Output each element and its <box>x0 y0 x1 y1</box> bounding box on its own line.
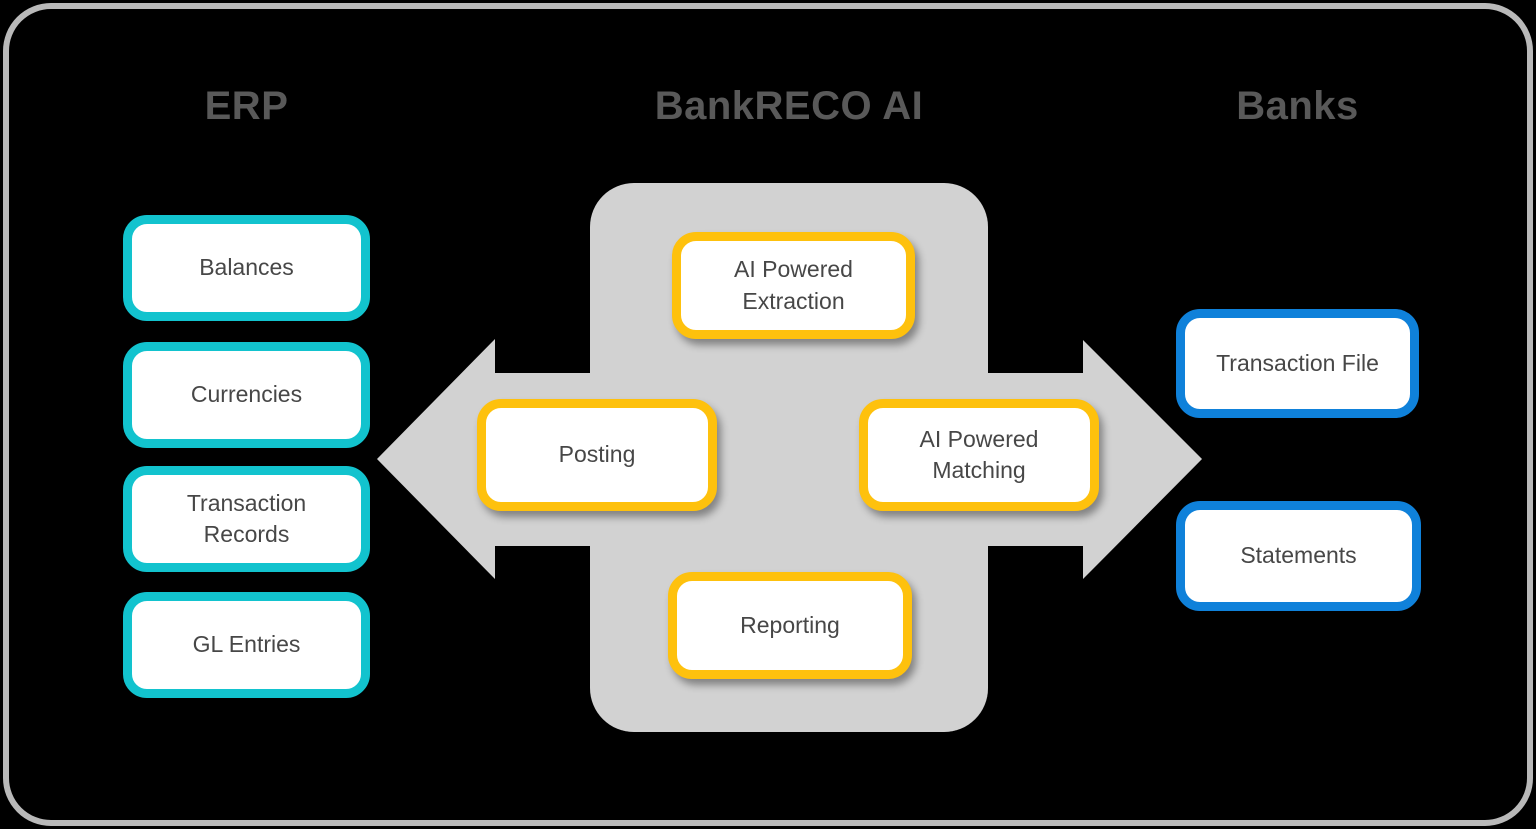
erp-node-gl-entries: GL Entries <box>123 592 370 698</box>
bankreco-ai-column-title: BankRECO AI <box>654 84 924 128</box>
erp-node-balances: Balances <box>123 215 370 321</box>
banks-node-transaction-file: Transaction File <box>1176 309 1419 418</box>
erp-node-transaction-records: Transaction Records <box>123 466 370 572</box>
ai-node-reporting: Reporting <box>668 572 912 679</box>
erp-column-title: ERP <box>204 84 289 128</box>
ai-node-posting: Posting <box>477 399 717 511</box>
ai-node-powered-extraction: AI Powered Extraction <box>672 232 915 339</box>
ai-node-powered-matching: AI Powered Matching <box>859 399 1099 511</box>
erp-node-currencies: Currencies <box>123 342 370 448</box>
banks-column-title: Banks <box>1236 84 1359 128</box>
diagram-frame <box>3 3 1533 826</box>
banks-node-statements: Statements <box>1176 501 1421 611</box>
